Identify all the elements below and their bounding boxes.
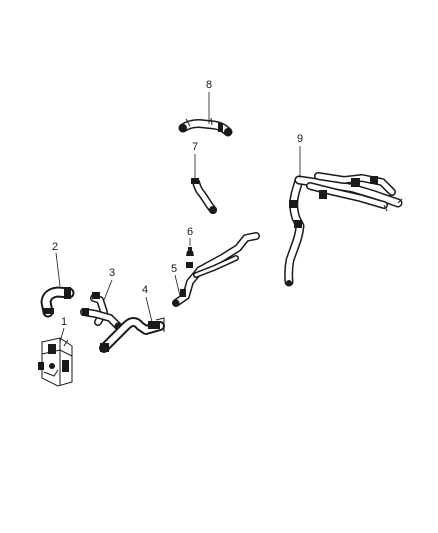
part-5-tube[interactable]: [172, 232, 260, 307]
part-1-cooler[interactable]: [38, 337, 73, 387]
leader-1: [59, 327, 65, 343]
callout-5: 5: [171, 263, 177, 275]
callout-9: 9: [297, 133, 303, 145]
part-4-hose[interactable]: [99, 317, 165, 353]
leader-2: [55, 252, 61, 287]
callout-6: 6: [187, 226, 193, 238]
part-2-elbow-hose[interactable]: [40, 286, 75, 318]
callout-4: 4: [142, 284, 148, 296]
part-6-clip[interactable]: [186, 247, 194, 256]
part-8-hose[interactable]: [178, 117, 233, 137]
callout-1: 1: [61, 316, 67, 328]
leader-5: [174, 274, 181, 297]
part-3-tee-hose[interactable]: [80, 292, 122, 330]
callout-3: 3: [109, 267, 115, 279]
part-9-hose-assembly[interactable]: [284, 172, 403, 287]
callout-8: 8: [206, 79, 212, 91]
callout-7: 7: [192, 141, 198, 153]
leader-4: [145, 296, 153, 323]
part-7-hose[interactable]: [191, 178, 217, 214]
leader-3: [103, 279, 113, 301]
callout-2: 2: [52, 241, 58, 253]
